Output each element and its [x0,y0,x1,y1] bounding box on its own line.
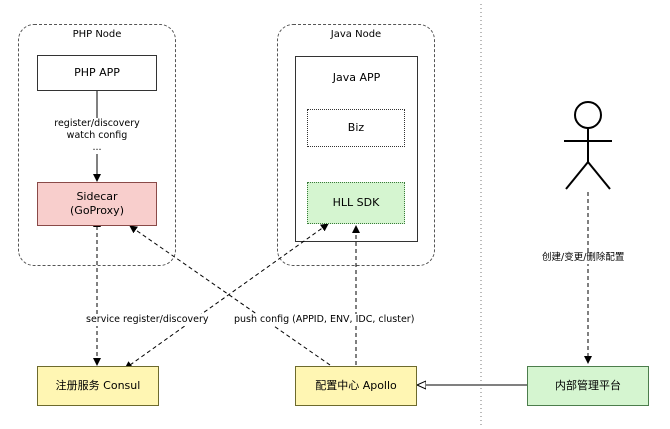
platform-label: 内部管理平台 [555,379,621,392]
sidecar-label: Sidecar [76,190,118,203]
ellipsis-text: ... [92,142,102,153]
register-discovery-label: register/discovery watch config ... [50,118,144,154]
php-app-label: PHP APP [74,66,120,79]
apollo-box: 配置中心 Apollo [295,366,417,406]
user-actor-icon [564,101,612,190]
biz-box: Biz [307,109,405,147]
java-app-container: Java APP [295,56,418,242]
consul-box: 注册服务 Consul [37,366,159,406]
register-discovery-text: register/discovery [54,118,140,129]
php-app-box: PHP APP [37,55,157,91]
java-node-title: Java Node [330,29,382,40]
push-config-label: push config (APPID, ENV, IDC, cluster) [234,314,415,326]
hll-sdk-box: HLL SDK [307,182,405,224]
biz-label: Biz [347,121,365,134]
crud-config-label: 创建/变更/删除配置 [542,252,625,264]
hll-sdk-label: HLL SDK [332,196,380,209]
edge-consul-sdk [124,223,329,370]
apollo-label: 配置中心 Apollo [315,379,397,392]
service-register-label: service register/discovery [86,314,209,326]
sidecar-sublabel: (GoProxy) [70,204,124,217]
watch-config-text: watch config [66,130,128,141]
java-app-title: Java APP [332,71,381,84]
sidecar-box: Sidecar (GoProxy) [37,182,157,226]
consul-label: 注册服务 Consul [55,379,141,392]
platform-box: 内部管理平台 [527,366,649,406]
php-node-title: PHP Node [72,29,122,40]
edge-apollo-sidecar [129,225,331,366]
